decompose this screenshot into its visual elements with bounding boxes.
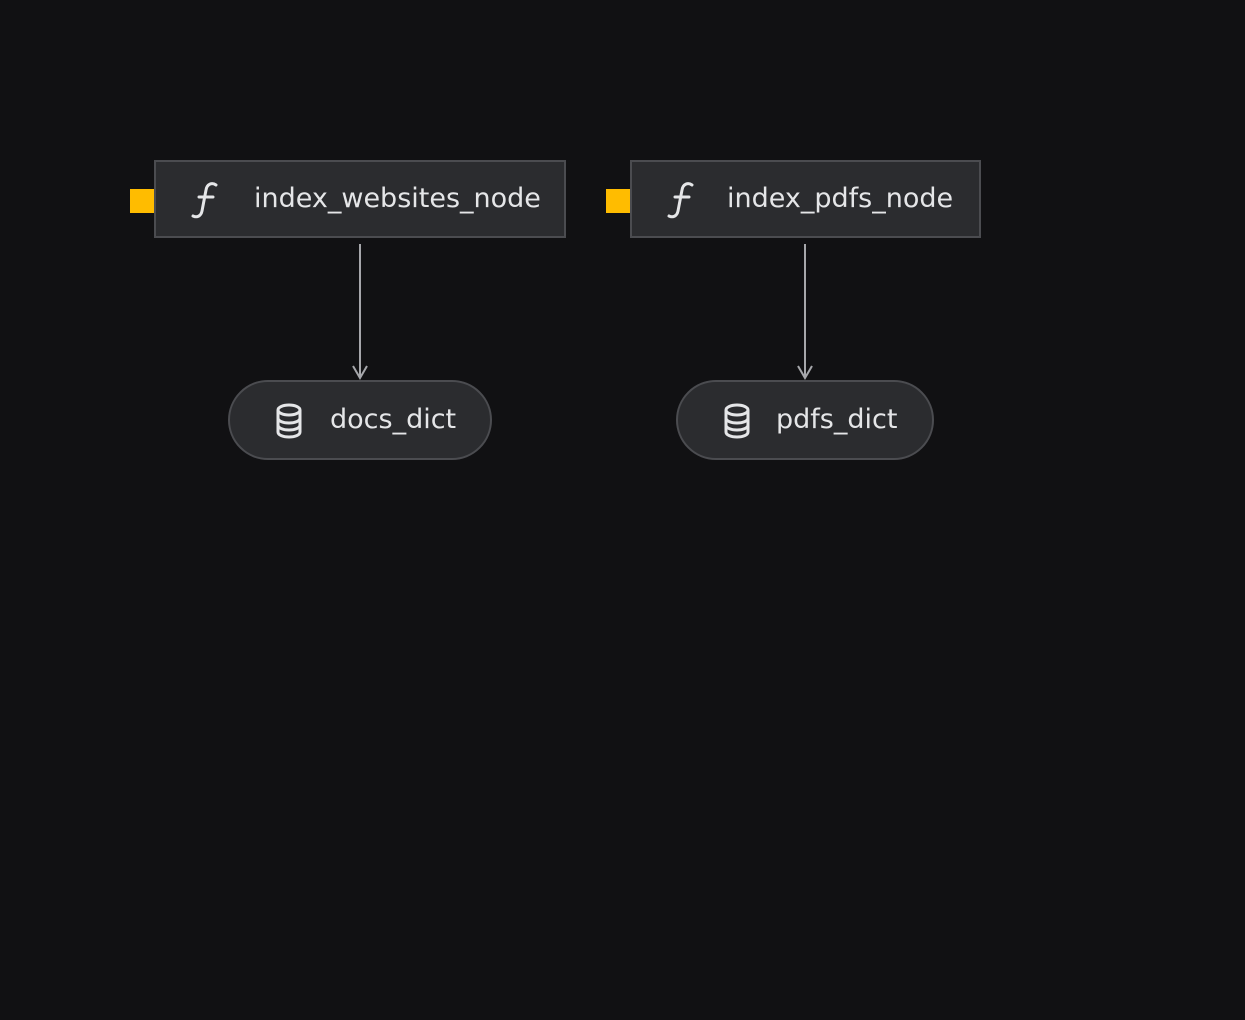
node-index-websites[interactable]: index_websites_node <box>130 160 566 238</box>
edge-index-websites-to-docs-dict <box>352 244 368 380</box>
node-label: docs_dict <box>330 404 457 435</box>
node-index-pdfs[interactable]: index_pdfs_node <box>606 160 981 238</box>
node-pdfs-dict[interactable]: pdfs_dict <box>676 380 934 460</box>
node-label: pdfs_dict <box>776 404 898 435</box>
function-icon <box>667 182 694 219</box>
database-icon <box>276 403 302 439</box>
node-label: index_websites_node <box>254 183 541 214</box>
node-status-marker <box>130 189 154 213</box>
database-icon <box>724 403 750 439</box>
function-icon <box>191 182 218 219</box>
node-label: index_pdfs_node <box>727 183 954 214</box>
node-status-marker <box>606 189 630 213</box>
node-docs-dict[interactable]: docs_dict <box>228 380 492 460</box>
edge-index-pdfs-to-pdfs-dict <box>797 244 813 380</box>
